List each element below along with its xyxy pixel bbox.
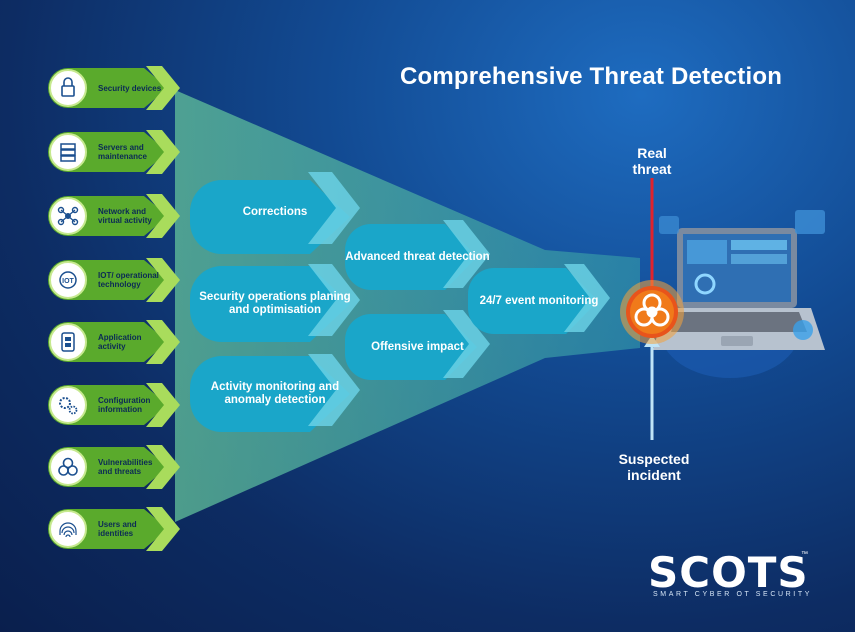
scots-logo: SCOTS xyxy=(648,548,809,597)
source-icon-badge xyxy=(49,323,87,361)
stage-event-monitoring: 24/7 event monitoring xyxy=(468,262,610,340)
source-label: Servers and maintenance xyxy=(98,143,147,161)
stage-label: Security operations planing and optimisa… xyxy=(199,291,351,316)
trademark: ™ xyxy=(801,551,808,558)
svg-text:IOT: IOT xyxy=(62,278,74,285)
stage-offensive-impact: Offensive impact xyxy=(345,308,490,386)
stage-secops-planning: Security operations planing and optimisa… xyxy=(190,262,360,346)
stage-advanced-threat: Advanced threat detection xyxy=(345,218,490,296)
lock-icon xyxy=(61,77,75,97)
stage-corrections: Corrections xyxy=(190,170,360,254)
stage-label: Corrections xyxy=(242,205,308,218)
source-item: Vulnerabilities and threats xyxy=(46,445,180,489)
stage-label: Activity monitoring and anomaly detectio… xyxy=(210,381,340,406)
logo-tagline: SMART CYBER OT SECURITY xyxy=(653,591,812,598)
source-icon-badge xyxy=(49,133,87,171)
page-title: Comprehensive Threat Detection xyxy=(400,63,783,90)
source-item: Security devices xyxy=(46,66,180,110)
source-label: Vulnerabilities and threats xyxy=(98,458,153,476)
stage-label: Offensive impact xyxy=(371,340,464,353)
real-threat-label: Real threat xyxy=(632,145,672,177)
source-label: Network and virtual activity xyxy=(98,207,152,225)
mobile-app-icon xyxy=(61,332,75,352)
suspected-incident-label: Suspected incident xyxy=(618,451,690,483)
source-item: Configuration information xyxy=(46,383,180,427)
source-label: IOT/ operational technology xyxy=(98,271,159,289)
source-item: Network and virtual activity xyxy=(46,194,180,238)
source-icon-badge xyxy=(49,69,87,107)
server-icon xyxy=(60,143,76,162)
stage-activity-monitoring: Activity monitoring and anomaly detectio… xyxy=(190,352,360,436)
source-item: IOT IOT/ operational technology xyxy=(46,258,180,302)
network-icon xyxy=(57,206,79,226)
biohazard-badge xyxy=(620,280,684,344)
source-label: Security devices xyxy=(98,83,162,93)
stage-label: 24/7 event monitoring xyxy=(479,294,599,307)
stage-label: Advanced threat detection xyxy=(345,250,490,263)
laptop-illustration xyxy=(653,210,825,378)
source-icon-badge xyxy=(49,448,87,486)
source-label: Application activity xyxy=(98,333,142,351)
source-icon-badge xyxy=(49,197,87,235)
source-item: Users and identities xyxy=(46,507,180,551)
iot-icon: IOT xyxy=(59,271,77,289)
source-icon-badge xyxy=(49,510,87,548)
gears-icon xyxy=(59,397,78,415)
source-label: Users and identities xyxy=(98,520,137,538)
biohazard-icon xyxy=(58,457,78,476)
source-icon-badge: IOT xyxy=(49,261,87,299)
source-label: Configuration information xyxy=(98,396,151,414)
source-icon-badge xyxy=(49,386,87,424)
source-item: Application activity xyxy=(46,320,180,364)
source-item: Servers and maintenance xyxy=(46,130,180,174)
fingerprint-icon xyxy=(59,522,77,538)
